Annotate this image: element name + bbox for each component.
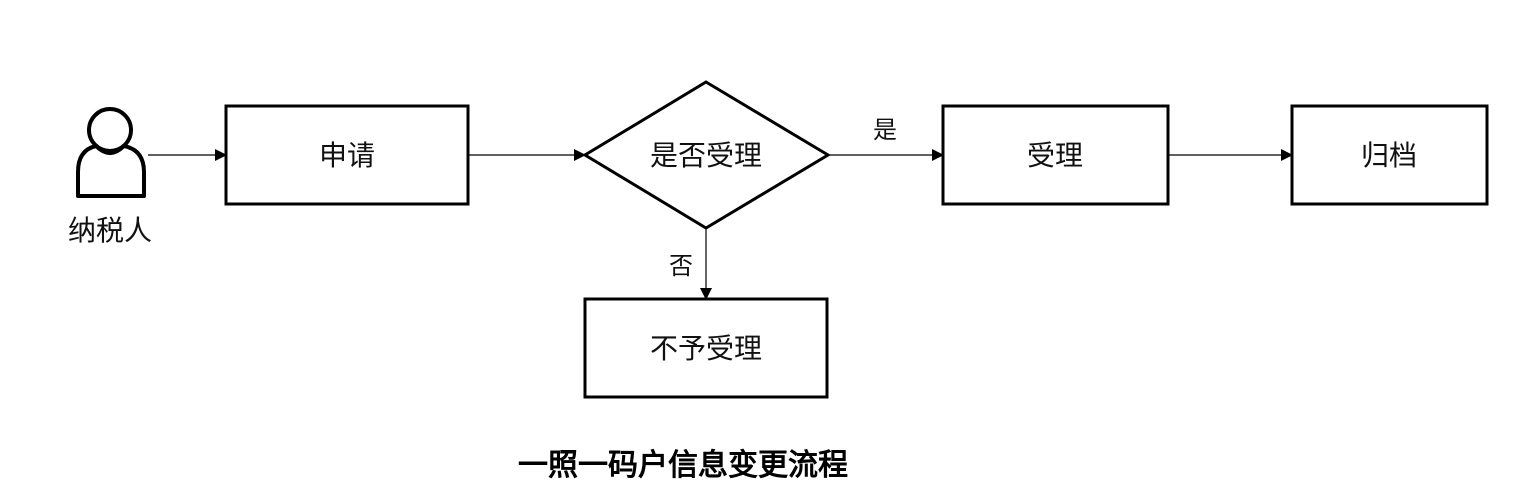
edge-label-yes: 是 [873, 116, 897, 144]
decision-node-label: 是否受理 [650, 139, 762, 172]
actor-label: 纳税人 [68, 214, 152, 247]
reject-node-label: 不予受理 [650, 332, 762, 365]
archive-node [1290, 104, 1489, 206]
actor-person-icon [76, 107, 146, 198]
accept-node [941, 104, 1170, 206]
reject-node [583, 297, 829, 399]
edge-label-no: 否 [669, 252, 693, 280]
archive-node-label: 归档 [1361, 139, 1417, 172]
apply-node [224, 104, 470, 206]
accept-node-label: 受理 [1027, 139, 1083, 172]
diagram-title: 一照一码户信息变更流程 [518, 448, 848, 483]
apply-node-label: 申请 [319, 139, 375, 172]
